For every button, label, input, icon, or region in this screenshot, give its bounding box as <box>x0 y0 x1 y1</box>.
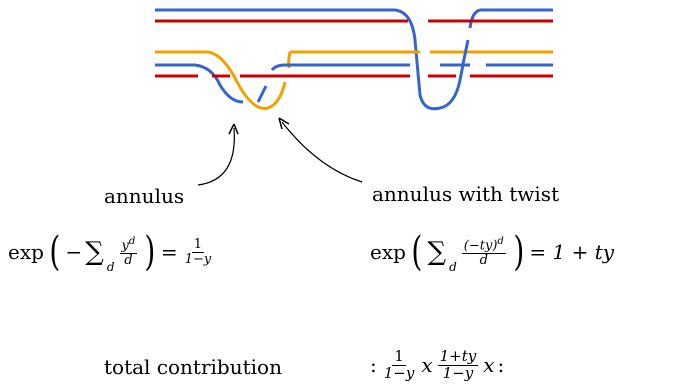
colon-close: : <box>497 353 505 377</box>
middle-blue-strand-right <box>439 63 553 110</box>
paren-close-2: ) <box>513 229 525 275</box>
annulus-twist-label: annulus with twist <box>372 182 560 206</box>
formula-annulus: exp ( − ∑ d yd d ) = 1 1−y <box>8 228 215 276</box>
paren-open-1: ( <box>49 229 61 275</box>
total-fraction-2: 1+ty 1−y <box>437 346 479 382</box>
colon-open: : <box>370 353 377 377</box>
fraction-1: yd d <box>119 235 138 268</box>
formula-annulus-twist: exp ( ∑ d (−ty)d d ) = 1 + ty <box>370 228 614 276</box>
total-x1: x <box>421 353 433 377</box>
arrow-annulus <box>197 127 235 186</box>
paren-close-1: ) <box>144 229 156 275</box>
formula-total: : 1 1−y x 1+ty 1−y x : <box>370 343 504 387</box>
annulus-label: annulus <box>104 184 185 208</box>
fraction-2: (−ty)d d <box>461 235 506 268</box>
sum-1: ∑ <box>85 237 104 267</box>
middle-blue-strand-left <box>155 63 244 104</box>
minus-sign: − <box>65 240 83 264</box>
top-blue-strand <box>155 8 441 111</box>
middle-blue-strand-center <box>256 63 410 103</box>
arrow-annulus-twist <box>281 121 363 183</box>
sum-sub-1: d <box>106 260 115 274</box>
top-blue-strand-return <box>468 8 553 29</box>
total-label: total contribution <box>104 355 282 379</box>
paren-open-2: ( <box>411 229 423 275</box>
arrowhead-annulus-twist <box>278 117 290 130</box>
orange-strand-right <box>287 50 553 69</box>
rhs-2: = 1 + ty <box>529 240 615 264</box>
exp-1: exp <box>8 240 44 264</box>
exp-2: exp <box>370 240 406 264</box>
rhs-fraction-1: 1 1−y <box>184 236 212 267</box>
vertical-blue-link <box>461 39 470 65</box>
sum-sub-2: d <box>449 260 457 274</box>
arrowhead-annulus <box>228 123 239 135</box>
total-fraction-1: 1 1−y <box>383 346 415 382</box>
orange-strand-left <box>155 50 287 110</box>
sum-2: ∑ <box>427 237 447 267</box>
total-x2: x <box>483 353 495 377</box>
equals-1: = <box>160 240 178 264</box>
